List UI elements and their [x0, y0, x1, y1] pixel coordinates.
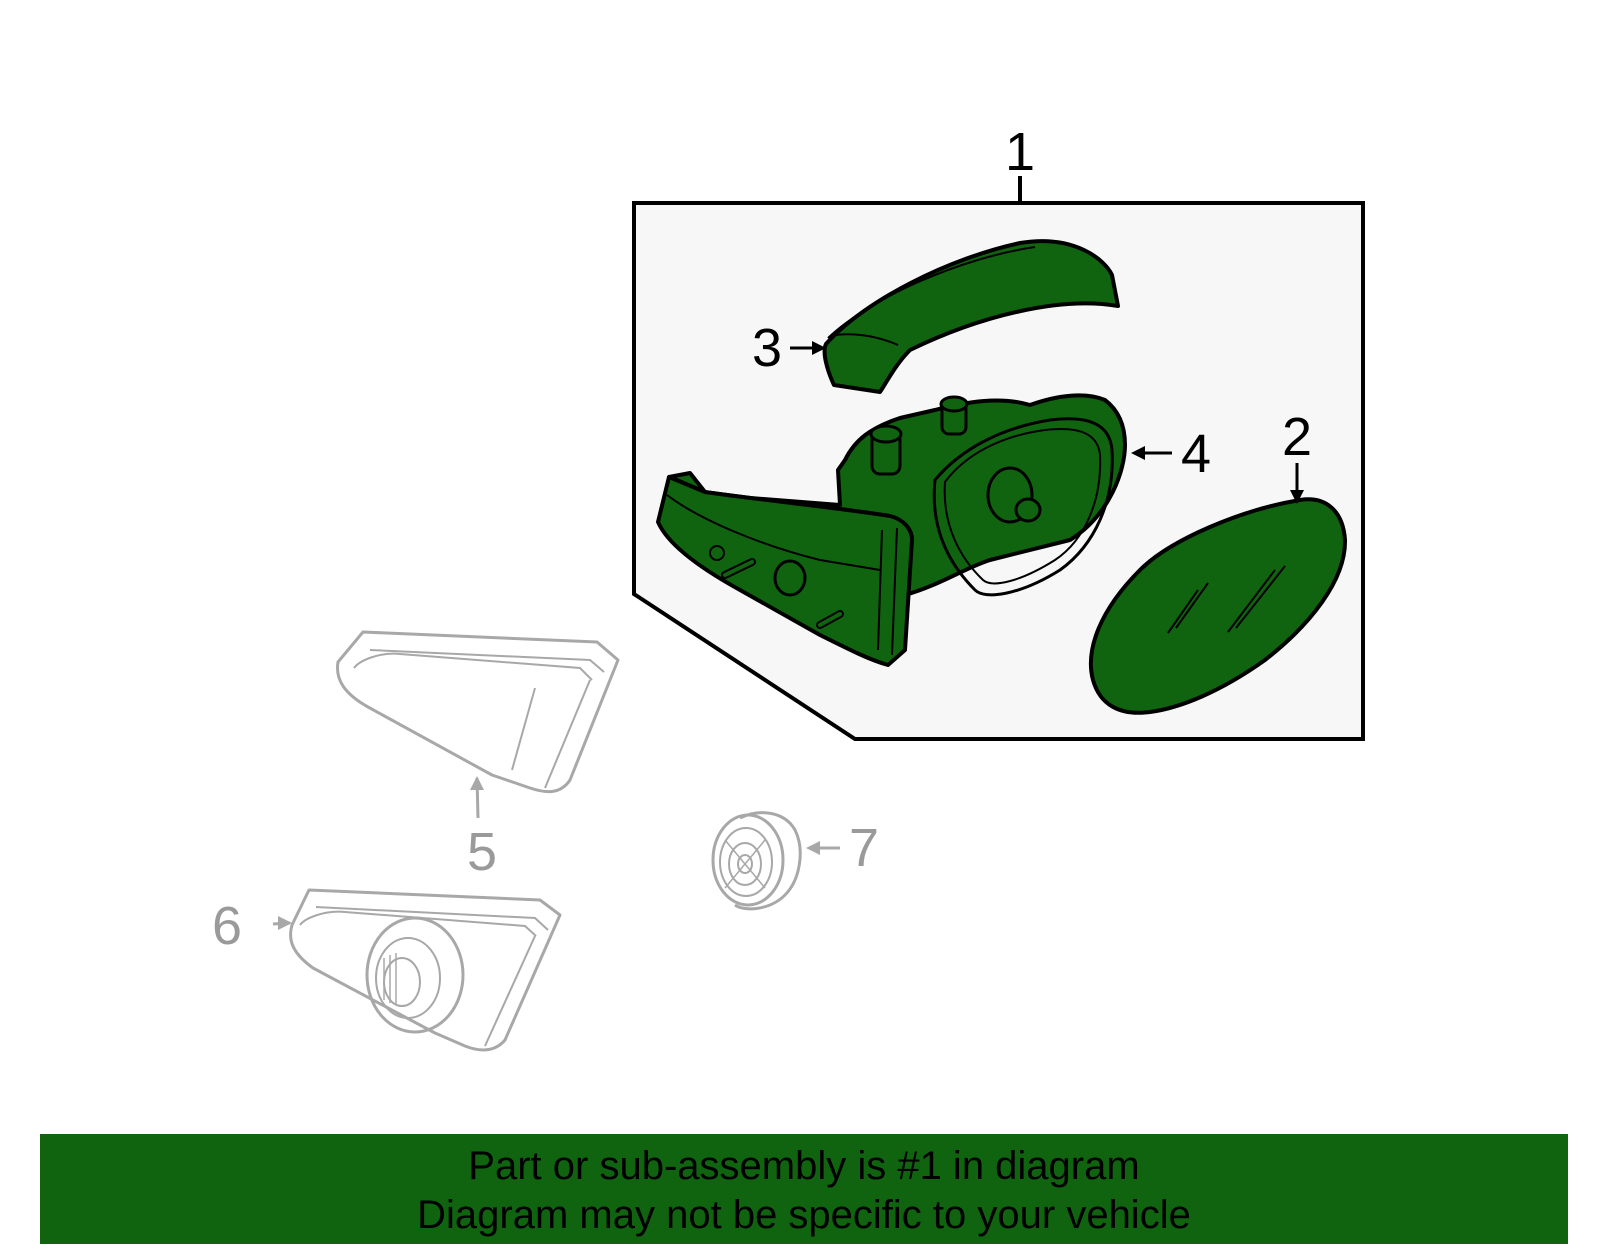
banner-line-2: Diagram may not be specific to your vehi…: [417, 1193, 1191, 1237]
part-7-lamp-socket[interactable]: [711, 811, 840, 911]
callout-6: 6: [212, 896, 242, 956]
part-3-mirror-cap[interactable]: [822, 239, 1120, 394]
info-banner: Part or sub-assembly is #1 in diagram Di…: [40, 1134, 1568, 1244]
part-6-lamp-cover[interactable]: [272, 888, 562, 1052]
callout-5: 5: [467, 822, 497, 882]
part-4-mirror-housing[interactable]: [656, 393, 1127, 667]
banner-line-1: Part or sub-assembly is #1 in diagram: [468, 1144, 1140, 1188]
leader-arrows: [790, 341, 1304, 504]
callout-1: 1: [1005, 122, 1035, 182]
part-5-lower-cover[interactable]: [335, 630, 620, 819]
part-2-mirror-glass[interactable]: [1088, 497, 1348, 715]
callout-7: 7: [849, 818, 879, 878]
callout-3: 3: [752, 318, 782, 378]
callout-4: 4: [1181, 424, 1211, 484]
callout-2: 2: [1282, 407, 1312, 467]
